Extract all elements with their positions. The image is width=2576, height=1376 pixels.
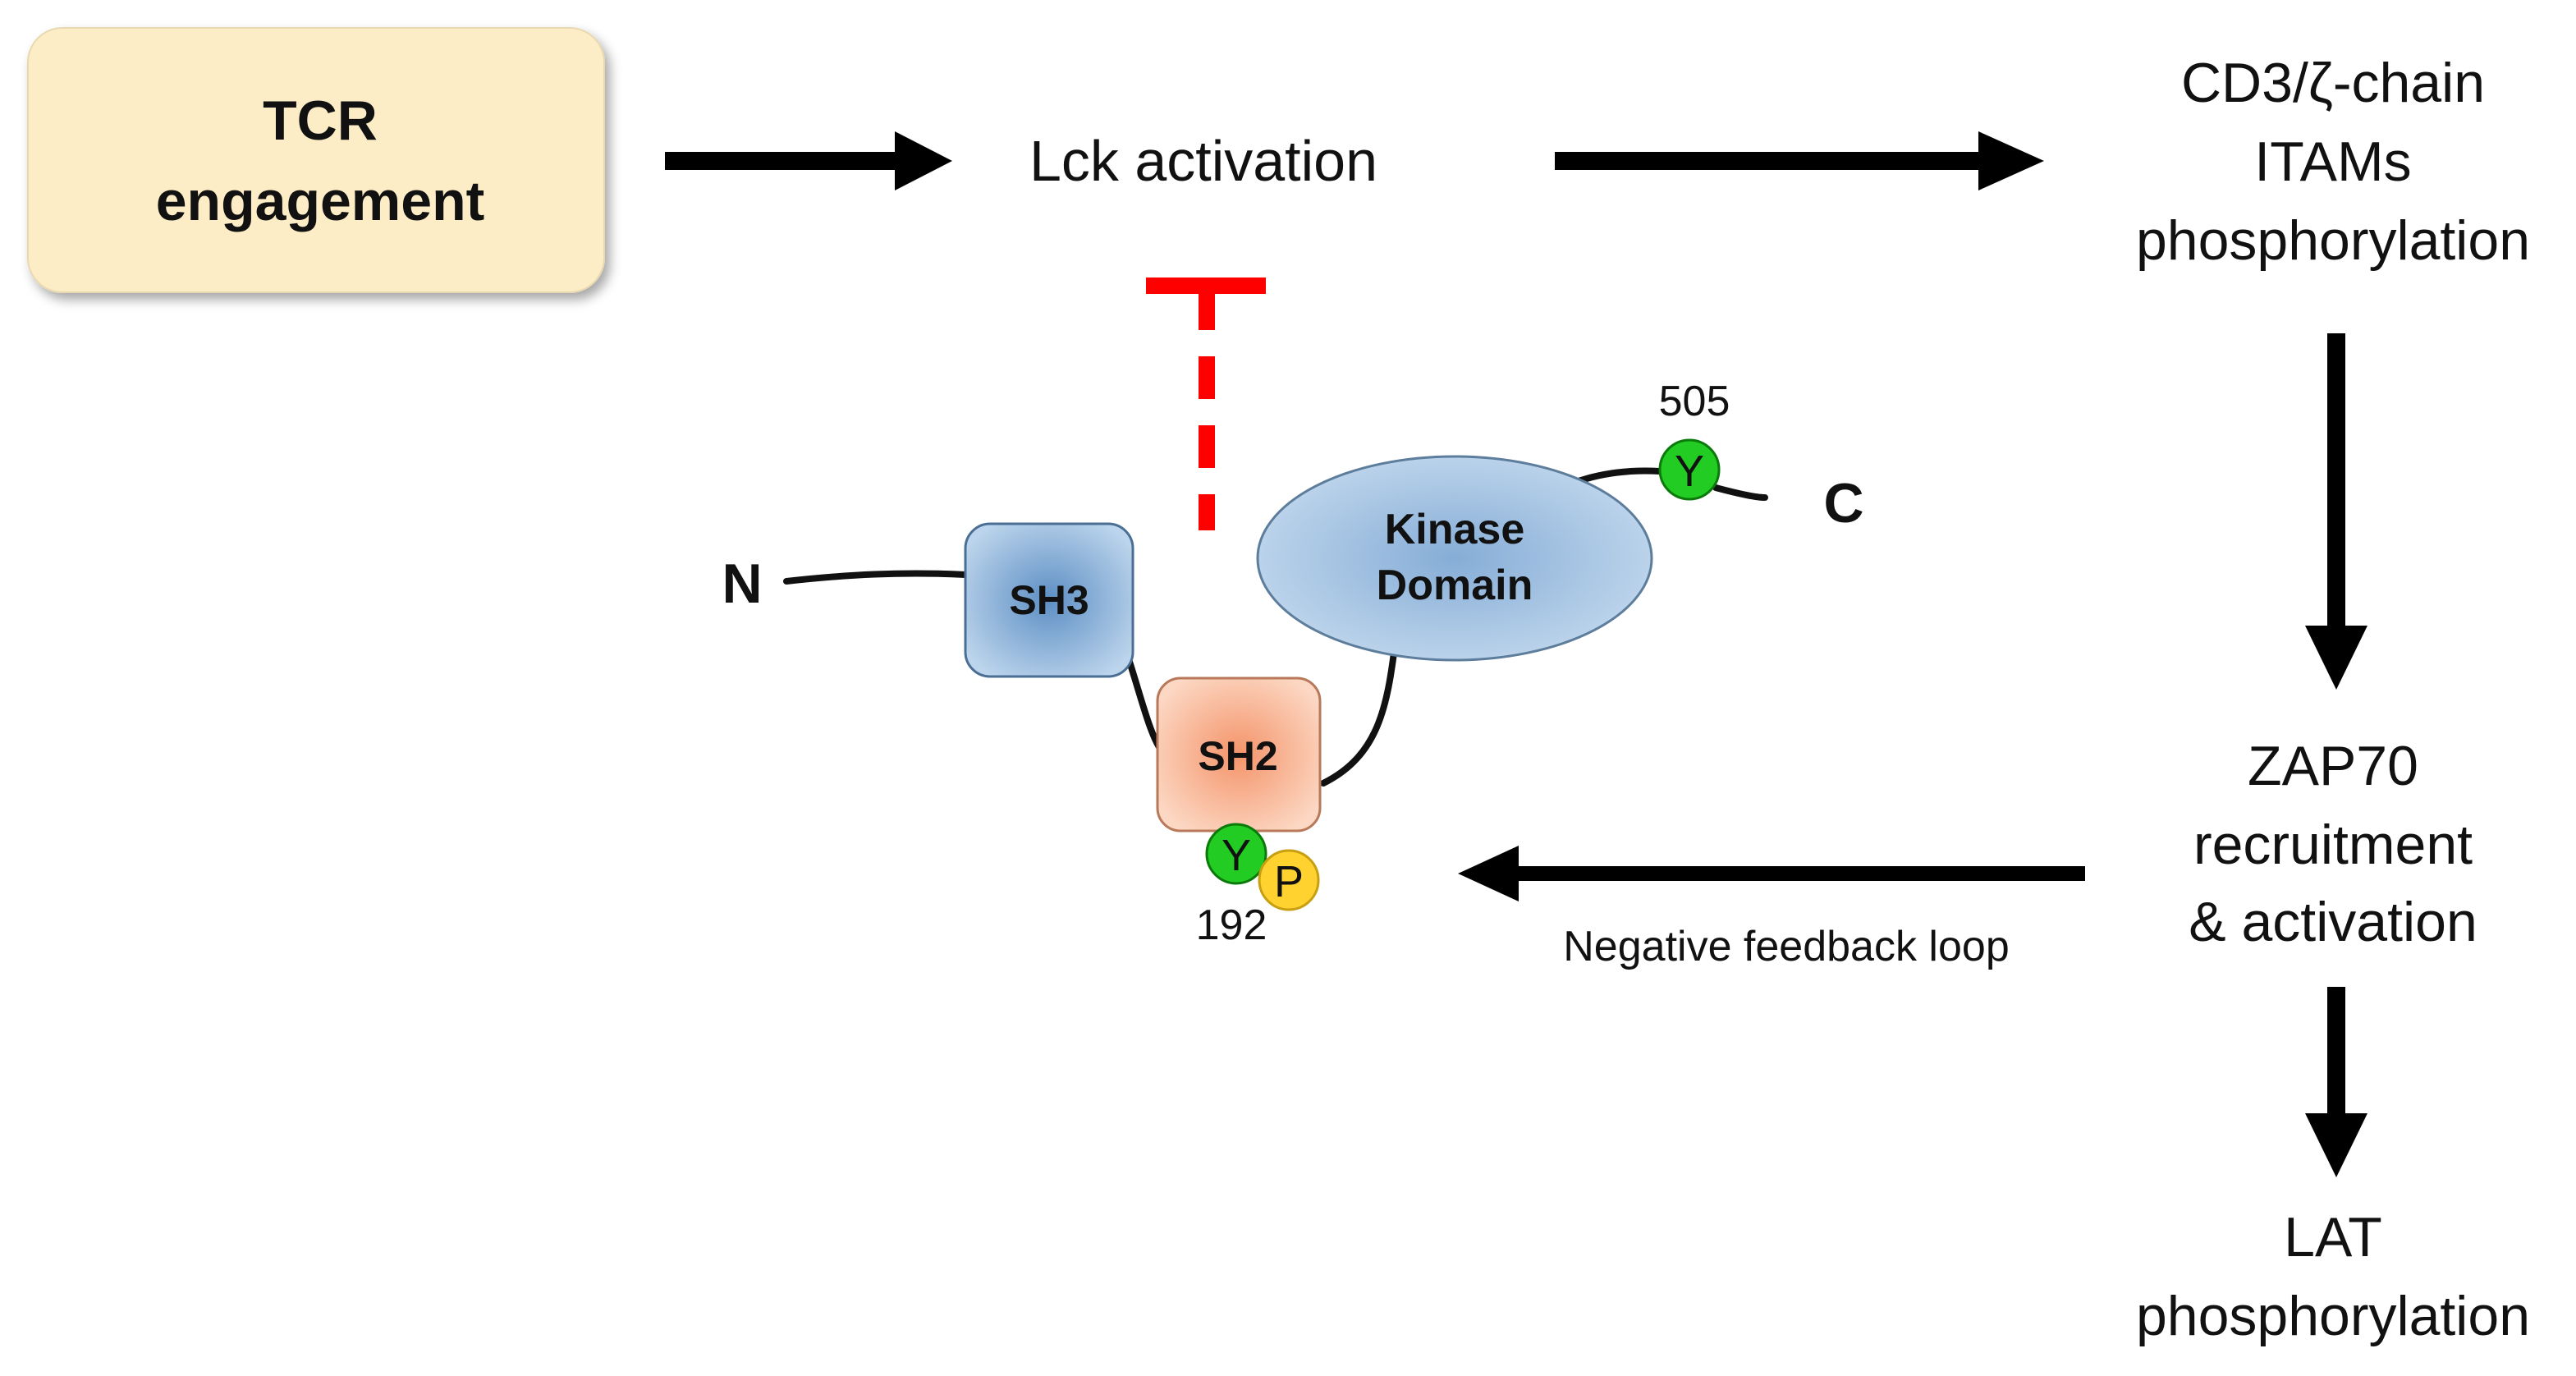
sh3-label: SH3 (1009, 577, 1089, 623)
sh3-domain (964, 522, 1134, 678)
arrow-cd3-to-zap70 (2305, 333, 2367, 690)
zap70-label-2: recruitment (2193, 814, 2473, 876)
tyrosine-192-marker (1205, 823, 1267, 885)
tyrosine-505-marker (1658, 438, 1721, 501)
c-terminus-label: C (1823, 472, 1863, 534)
tcr-engagement-box (27, 27, 605, 293)
n-terminus-label: N (722, 553, 762, 615)
site-505-label: 505 (1659, 378, 1730, 425)
phosphate-symbol: P (1274, 857, 1304, 906)
lck-protein-backbone (783, 467, 1768, 787)
arrow-zap70-to-lat (2305, 987, 2367, 1177)
tyrosine-192-symbol: Y (1222, 831, 1251, 880)
tcr-engagement-label: TCR (263, 89, 378, 152)
inhibition-symbol (1146, 277, 1266, 530)
lck-activation-label: Lck activation (1029, 129, 1377, 193)
cd3-itam-label-2: ITAMs (2254, 131, 2411, 193)
arrow-lck-to-cd3 (1555, 131, 2044, 190)
kinase-domain (1256, 455, 1653, 662)
cd3-itam-label-3: phosphorylation (2136, 209, 2530, 272)
cd3-itam-label: CD3/ζ-chain (2181, 52, 2485, 114)
zap70-label: ZAP70 (2248, 735, 2418, 797)
negative-feedback-label: Negative feedback loop (1563, 923, 2010, 970)
negative-feedback-arrow (1458, 846, 2085, 901)
lat-label: LAT (2284, 1206, 2382, 1268)
kinase-domain-label: Kinase (1385, 506, 1525, 553)
tyrosine-505-symbol: Y (1675, 447, 1704, 496)
sh2-label: SH2 (1198, 733, 1277, 779)
tcr-engagement-label-2: engagement (156, 170, 485, 232)
lat-label-2: phosphorylation (2136, 1285, 2530, 1347)
site-192-label: 192 (1196, 901, 1267, 949)
zap70-label-3: & activation (2189, 891, 2477, 953)
arrow-tcr-to-lck (665, 131, 952, 190)
phosphate-marker (1258, 849, 1320, 911)
kinase-domain-label-2: Domain (1377, 562, 1533, 609)
